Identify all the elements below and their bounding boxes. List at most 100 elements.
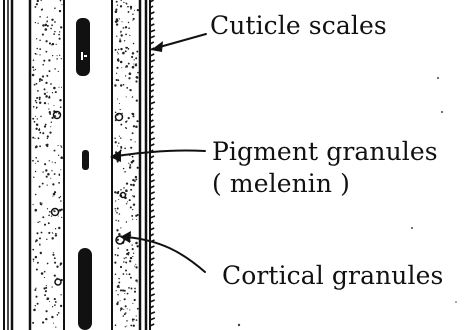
stipple-dot	[58, 227, 60, 229]
stipple-dot	[42, 75, 44, 77]
stipple-dot	[116, 212, 118, 214]
stipple-dot	[57, 314, 59, 316]
stipple-dot	[117, 99, 118, 100]
stipple-dot	[132, 256, 133, 257]
stipple-dot	[56, 58, 58, 60]
stipple-dot	[123, 309, 124, 310]
stipple-dot	[120, 266, 122, 268]
stipple-dot	[35, 209, 38, 212]
stipple-dot	[117, 254, 119, 256]
stipple-dot	[135, 80, 137, 82]
stipple-dot	[127, 293, 129, 295]
stipple-dot	[127, 201, 128, 202]
stipple-dot	[128, 117, 130, 119]
stipple-dot	[37, 0, 39, 2]
stipple-dot	[117, 247, 119, 249]
medulla	[76, 18, 92, 330]
stipple-dot	[120, 189, 122, 191]
stipple-dot	[57, 55, 58, 56]
stipple-dot	[35, 157, 37, 159]
stipple-dot	[47, 25, 49, 27]
stipple-dot	[42, 64, 44, 66]
stipple-dot	[132, 96, 134, 98]
stipple-dot	[127, 48, 129, 50]
stipple-dot	[34, 138, 35, 139]
stipple-dot	[47, 92, 48, 93]
stipple-dot	[116, 67, 118, 69]
stipple-dot	[44, 93, 46, 95]
stipple-dot	[42, 216, 44, 218]
stipple-dot	[46, 239, 47, 240]
stipple-dot	[46, 310, 48, 312]
stipple-dot	[131, 215, 133, 217]
stipple-dot	[125, 50, 127, 52]
stipple-dot	[116, 192, 119, 195]
stipple-dot	[51, 24, 53, 26]
stipple-dot	[115, 112, 116, 113]
stipple-dot	[39, 97, 41, 99]
cortical-pointer	[126, 237, 205, 272]
stipple-dot	[126, 320, 127, 321]
stipple-dot	[123, 2, 124, 3]
stipple-dot	[43, 60, 45, 62]
stipple-dot	[135, 141, 136, 142]
stipple-dot	[37, 262, 39, 264]
stipple-dot	[50, 83, 52, 85]
stipple-dot	[133, 195, 135, 197]
stipple-dot	[135, 176, 137, 178]
stipple-dot	[135, 264, 136, 265]
label-pigment-note: ( melenin )	[212, 170, 350, 198]
stipple-dot	[38, 137, 40, 139]
stipple-dot	[125, 26, 127, 28]
stipple-dot	[42, 321, 44, 323]
stipple-dot	[128, 27, 130, 29]
stipple-dot	[33, 259, 35, 261]
stipple-dot	[135, 215, 137, 217]
stipple-dot	[124, 298, 126, 300]
stipple-dot	[132, 320, 134, 322]
stipple-dot	[126, 273, 127, 274]
stipple-dot	[115, 141, 117, 143]
stipple-dot	[130, 325, 132, 327]
stipple-dot	[38, 129, 40, 131]
stipple-dot	[116, 79, 118, 81]
stipple-dot	[36, 123, 38, 125]
stipple-dot	[60, 26, 62, 28]
stipple-dot	[40, 252, 42, 254]
stipple-dot	[120, 307, 123, 310]
cuticle-border-right	[146, 0, 150, 330]
stipple-dot	[52, 183, 54, 185]
stipple-dot	[128, 287, 130, 289]
stipple-dot	[131, 56, 133, 58]
stipple-dot	[37, 222, 38, 223]
stipple-dot	[126, 203, 127, 204]
stipple-dot	[132, 14, 133, 15]
stipple-dot	[48, 232, 50, 234]
stipple-dot	[114, 84, 116, 86]
stipple-dot	[33, 106, 35, 108]
stipple-dot	[46, 75, 48, 77]
stipple-dot	[118, 199, 119, 200]
stipple-dot	[33, 69, 34, 70]
stipple-dot	[137, 308, 139, 310]
stipple-dot	[132, 160, 134, 162]
stipple-dot	[131, 244, 132, 245]
stipple-dot	[136, 315, 137, 316]
stipple-dot	[47, 208, 48, 209]
stipple-dot	[55, 162, 56, 163]
stipple-dot	[54, 191, 56, 193]
stipple-dot	[53, 33, 55, 35]
stipple-dot	[130, 6, 132, 8]
stipple-dot	[126, 221, 127, 222]
pigment-pointer	[116, 151, 205, 156]
stipple-dot	[54, 298, 56, 300]
stipple-dot	[54, 275, 56, 277]
stipple-dot	[53, 210, 54, 211]
stipple-dot	[133, 203, 135, 205]
stipple-dot	[60, 200, 62, 202]
stipple-dot	[39, 237, 41, 239]
stipple-dot	[130, 277, 132, 279]
stipple-dot	[42, 34, 44, 36]
stipple-dot	[48, 103, 49, 104]
stipple-dot	[43, 287, 45, 289]
